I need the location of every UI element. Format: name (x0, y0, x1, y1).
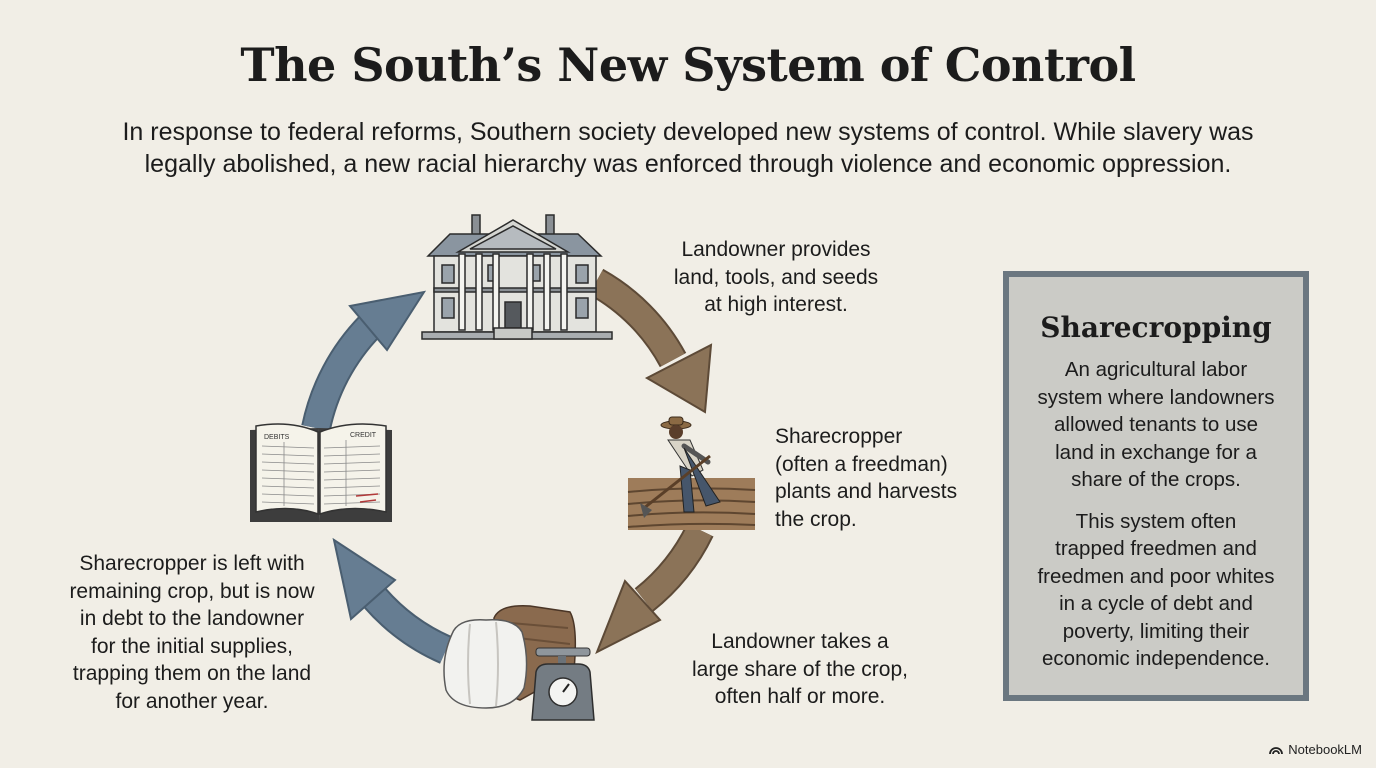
definition-paragraph-2: This system often trapped freedmen and f… (1021, 508, 1291, 673)
definition-line: freedmen and poor whites (1037, 564, 1275, 588)
page-title: The South’s New System of Control (240, 38, 1136, 92)
arrow-house-to-farmer (588, 268, 713, 414)
definition-line: allowed tenants to use (1054, 413, 1258, 436)
definition-line: land in exchange for a (1055, 440, 1257, 464)
definition-line: economic independence. (1042, 647, 1270, 670)
caption-line: (often a freedman) (775, 452, 948, 476)
caption-line: for another year. (115, 689, 269, 713)
ledger-debits-heading: DEBITS (264, 434, 290, 441)
definition-paragraph-1: An agricultural labor system where lando… (1021, 356, 1291, 494)
caption-line: the crop. (775, 507, 857, 531)
definition-line: system where landowners (1037, 385, 1275, 409)
definition-heading: Sharecropping (1040, 311, 1272, 344)
subtitle-line-2: legally abolished, a new racial hierarch… (144, 150, 1232, 178)
sharecropping-definition-box: Sharecropping An agricultural labor syst… (1003, 271, 1309, 701)
farmer-hoeing-icon (627, 416, 756, 530)
arrow-ledger-to-house (301, 290, 427, 432)
caption-line: land, tools, and seeds (673, 265, 879, 289)
ledger-book-icon: DEBITS CREDIT (250, 423, 392, 522)
caption-sharecropper-debt: Sharecropper is left with remaining crop… (52, 550, 332, 715)
caption-line: plants and harvests (775, 480, 958, 503)
arrow-cotton-to-ledger (332, 537, 453, 664)
page-subtitle: In response to federal reforms, Southern… (60, 116, 1316, 180)
subtitle-line-1: In response to federal reforms, Southern… (122, 118, 1254, 146)
caption-landowner-provides: Landowner provides land, tools, and seed… (650, 236, 902, 319)
definition-line: share of the crops. (1071, 468, 1241, 491)
caption-line: remaining crop, but is now (69, 579, 315, 603)
definition-line: An agricultural labor (1064, 358, 1248, 381)
caption-line: trapping them on the land (72, 662, 312, 685)
caption-line: Landowner takes a (711, 630, 889, 653)
caption-line: Sharecropper (775, 425, 903, 448)
caption-line: for the initial supplies, (91, 634, 293, 658)
notebooklm-watermark: NotebookLM (1269, 742, 1362, 757)
caption-landowner-takes: Landowner takes a large share of the cro… (672, 628, 928, 711)
ledger-credit-heading: CREDIT (350, 432, 377, 439)
brand-label: NotebookLM (1288, 742, 1362, 757)
caption-line: large share of the crop, (692, 657, 908, 681)
caption-line: at high interest. (704, 293, 848, 316)
definition-line: This system often (1075, 509, 1237, 533)
cotton-bale-scale-icon (443, 605, 595, 721)
definition-line: poverty, limiting their (1062, 619, 1250, 643)
arrow-farmer-to-cotton (595, 523, 714, 655)
definition-line: in a cycle of debt and (1059, 592, 1253, 615)
definition-line: trapped freedmen and (1055, 537, 1257, 560)
caption-sharecropper-plants: Sharecropper (often a freedman) plants a… (775, 423, 995, 533)
caption-line: Sharecropper is left with (79, 552, 305, 575)
caption-line: Landowner provides (681, 238, 871, 261)
notebooklm-logo-icon (1269, 747, 1284, 755)
caption-line: in debt to the landowner (79, 607, 305, 630)
plantation-house-icon (421, 214, 613, 340)
caption-line: often half or more. (714, 685, 886, 708)
